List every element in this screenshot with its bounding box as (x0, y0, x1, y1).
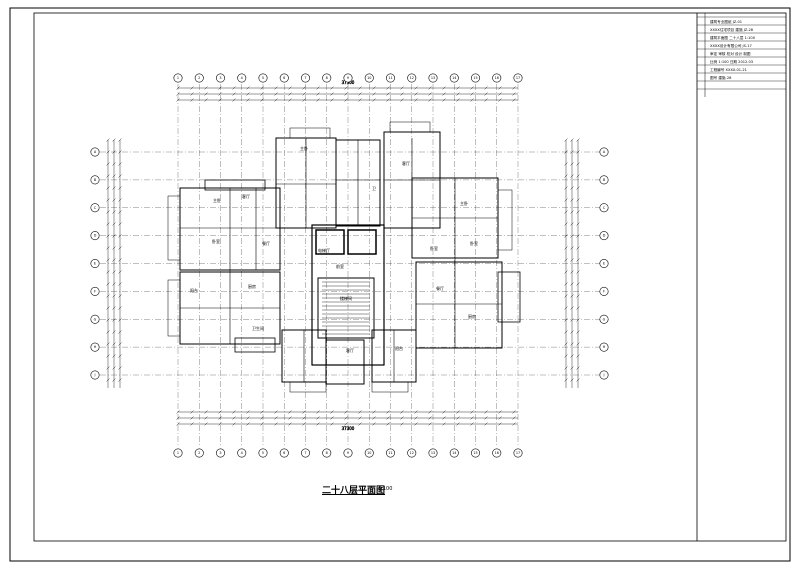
room-label: 主卧 (460, 200, 468, 206)
axis-bubble-label: 5 (262, 451, 264, 455)
title-block-row: 审定 审核 校对 设计 制图 (710, 52, 751, 56)
axis-bubble-label: 9 (347, 76, 349, 80)
axis-bubble-label: F (94, 289, 96, 293)
title-block-row: XXXX设计有限公司 JS-17 (710, 44, 752, 48)
room-label: 电梯厅 (318, 247, 330, 253)
room-label: 卧室 (470, 240, 478, 246)
title-block-row: 建筑专业图纸 JZ-01 (710, 20, 743, 24)
overall-dimension-bottom: 37300 (342, 426, 355, 431)
room-label: 主卧 (300, 145, 308, 151)
axis-bubble-label: 2 (198, 451, 200, 455)
axis-bubble-label: 12 (410, 451, 414, 455)
sheet-border-outer (9, 7, 791, 562)
axis-bubble-label: 13 (431, 76, 435, 80)
axis-bubble-label: 2 (198, 76, 200, 80)
axis-bubble-label: 3 (219, 451, 221, 455)
room-label: 客厅 (346, 347, 354, 353)
axis-bubble-label: E (94, 262, 96, 266)
axis-bubble-label: 16 (495, 76, 499, 80)
axis-bubble-label: 4 (241, 451, 243, 455)
axis-bubble-label: 8 (326, 76, 328, 80)
axis-bubble-label: 12 (410, 76, 414, 80)
axis-bubble-label: 8 (326, 451, 328, 455)
room-label: 楼梯间 (340, 295, 352, 301)
room-labels: 主卧卧室客厅餐厅厨房卫生间阳台电梯厅前室楼梯间客厅主卧卧室餐厅厨房卫阳台客厅卧室… (190, 145, 478, 353)
drawing-frame (33, 12, 787, 542)
room-label: 客厅 (402, 160, 410, 166)
title-block: 建筑专业图纸 JZ-01 XXXX住宅项目 建施 JZ-28 建筑平面图 二十八… (701, 13, 787, 97)
axis-bubble-label: 11 (388, 76, 392, 80)
axis-bubble-label: 5 (262, 76, 264, 80)
room-label: 主卧 (213, 197, 221, 203)
dimension-lines: 37300 37300 (106, 80, 580, 431)
axis-bubble-label: 7 (304, 76, 306, 80)
building-walls (167, 121, 521, 393)
overall-dimension-top: 37300 (342, 80, 355, 85)
axis-bubble-label: J (94, 373, 96, 377)
axis-bubble-label: 16 (495, 451, 499, 455)
axis-bubble-label: C (603, 206, 606, 210)
drawing-scale: 1:100 (378, 486, 393, 492)
room-label: 卧室 (430, 245, 438, 251)
axis-bubble-label: 3 (219, 76, 221, 80)
axis-bubble-label: D (94, 234, 97, 238)
axis-bubble-label: 13 (431, 451, 435, 455)
axis-bubble-label: J (603, 373, 605, 377)
axis-bubble-label: D (603, 234, 606, 238)
axis-bubble-label: B (94, 178, 97, 182)
axis-bubble-label: 10 (367, 76, 371, 80)
axis-bubble-label: 15 (473, 76, 477, 80)
title-block-row: XXXX住宅项目 建施 JZ-28 (710, 28, 754, 32)
title-block-row: 比例 1:100 日期 2012.03 (710, 60, 754, 64)
axis-bubble-label: A (94, 150, 97, 154)
title-block-grid (697, 16, 786, 90)
title-block-row: 图号 建施-28 (710, 76, 732, 80)
axis-bubble-label: H (603, 345, 606, 349)
axis-bubble-label: B (603, 178, 606, 182)
axis-bubble-label: E (603, 262, 605, 266)
room-label: 餐厅 (262, 240, 270, 246)
axis-bubble-label: G (94, 317, 97, 321)
axis-bubble-label: 14 (452, 76, 456, 80)
room-label: 餐厅 (436, 285, 444, 291)
axis-bubble-label: A (603, 150, 606, 154)
axis-bubble-label: 17 (516, 451, 520, 455)
axis-bubble-label: 6 (283, 76, 285, 80)
axis-bubble-label: 4 (241, 76, 243, 80)
room-label: 前室 (336, 263, 344, 269)
axis-bubble-label: G (603, 317, 606, 321)
axis-bubble-label: 11 (388, 451, 392, 455)
axis-bubble-label: 1 (177, 451, 179, 455)
axis-bubble-label: 15 (473, 451, 477, 455)
room-label: 阳台 (395, 345, 403, 351)
axis-bubble-label: C (94, 206, 97, 210)
title-block-row: 建筑平面图 二十八层 1:100 (710, 36, 755, 40)
room-label: 卧室 (212, 238, 220, 244)
grid-axes: 1122334455667788991010111112121313141415… (90, 73, 609, 458)
room-label: 卫生间 (252, 325, 264, 331)
axis-bubble-label: 10 (367, 451, 371, 455)
room-label: 阳台 (190, 287, 198, 293)
room-label: 厨房 (468, 313, 476, 319)
title-block-row: 工程编号 XXXX-01-21 (710, 68, 747, 72)
axis-bubble-label: 14 (452, 451, 456, 455)
axis-bubble-label: 7 (304, 451, 306, 455)
drawing-title: 二十八层平面图 (322, 486, 386, 496)
axis-bubble-label: F (603, 289, 605, 293)
axis-bubble-label: 1 (177, 76, 179, 80)
axis-bubble-label: 9 (347, 451, 349, 455)
room-label: 厨房 (248, 283, 256, 289)
axis-bubble-label: 17 (516, 76, 520, 80)
room-label: 卫 (372, 186, 376, 191)
room-label: 客厅 (242, 193, 250, 199)
axis-bubble-label: 6 (283, 451, 285, 455)
axis-bubble-label: H (94, 345, 97, 349)
